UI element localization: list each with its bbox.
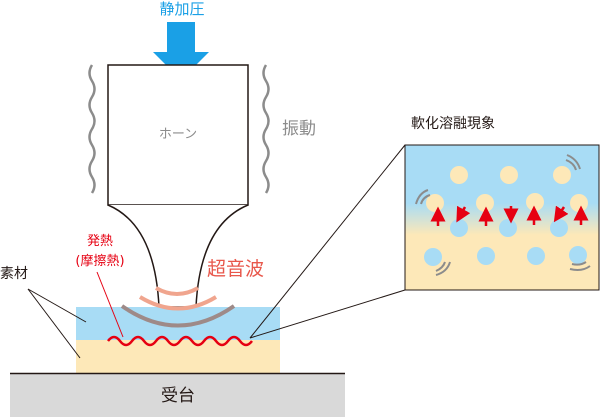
- vibration-label: 振動: [282, 119, 316, 139]
- zoom-title: 軟化溶融現象: [411, 116, 495, 132]
- zoom-box: [404, 144, 600, 291]
- molecule: [553, 166, 571, 184]
- molecule: [500, 166, 518, 184]
- molecule: [426, 194, 444, 212]
- static-pressure-label: 静加圧: [159, 0, 204, 18]
- molecule: [450, 219, 468, 237]
- ultrasonic-wave-1: [155, 286, 199, 296]
- anvil: [10, 374, 345, 417]
- heat-leader-line: [96, 271, 124, 338]
- molecule: [550, 219, 568, 237]
- material-label: 素材: [0, 266, 28, 282]
- material-leader-1: [27, 288, 87, 323]
- zoom-line-top: [249, 144, 406, 339]
- molecule-vibration-icons: [415, 154, 591, 276]
- arrow-down-icon: [456, 205, 471, 223]
- ultrasonic-wave-3: [120, 304, 236, 328]
- material-leader-2: [27, 288, 81, 359]
- molecule: [424, 248, 442, 266]
- molecule: [526, 193, 544, 211]
- friction-heat-label: (摩擦熱): [75, 253, 124, 269]
- molecule: [450, 166, 468, 184]
- horn-tip: [107, 204, 249, 308]
- friction-interface-wave: [107, 335, 253, 347]
- ultrasonic-label: 超音波: [207, 258, 264, 280]
- vibration-left-icon: [88, 64, 96, 194]
- horn-label: ホーン: [159, 127, 197, 142]
- molecule: [569, 246, 587, 264]
- zoom-line-bottom: [249, 289, 406, 339]
- vibration-right-icon: [262, 64, 270, 194]
- molecule: [527, 247, 545, 265]
- molecule: [476, 194, 494, 212]
- movement-arrows: [430, 205, 589, 226]
- molecule: [477, 247, 495, 265]
- ultrasonic-wave-2: [138, 295, 218, 311]
- horn-body: [107, 64, 249, 206]
- molecule: [570, 194, 588, 212]
- arrow-down-icon: [553, 205, 569, 223]
- heat-label: 発熱: [87, 234, 113, 249]
- anvil-label: 受台: [161, 386, 195, 406]
- molecule: [499, 219, 517, 237]
